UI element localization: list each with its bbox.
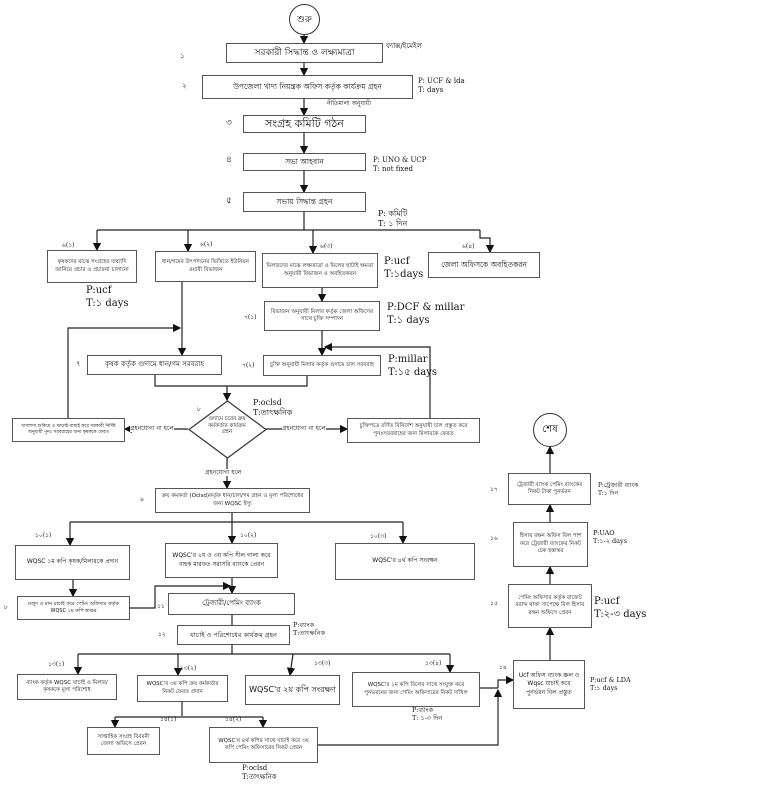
step-13-4-responsibility: P:ব্যাংক T: ১-৩ দিন <box>412 706 443 723</box>
step-2-responsibility: P: UCF & lda T: days <box>418 77 465 94</box>
step-10-2-box: WQSC'র ২য় ও ৩য় কপি সীল গালা করে বাহক ম… <box>165 543 278 578</box>
step-number: ১১ <box>157 603 165 610</box>
step-number: ৭ <box>76 360 81 368</box>
step-13-2-box: WQSC'র ৩য় কপি ক্রয় কর্মকর্তার নিকট ফের… <box>137 675 228 702</box>
step-number: ১৪(১) <box>160 716 177 723</box>
step-number: ৭(১) <box>244 314 257 321</box>
step-number: ১ <box>180 52 185 60</box>
step-number: ৩ <box>226 118 232 128</box>
step-number: ১৪ <box>499 664 507 671</box>
step-number: ১০(৩) <box>370 533 387 540</box>
step-7-box: কৃষক কর্তৃক গুদামে ধান/গম সরবরাহ <box>87 355 222 375</box>
step-9-box: ক্রয় কমকর্তা (Oclsd)কর্তৃক ধান/চাল/গম গ… <box>155 488 310 513</box>
step-14-2-box: WQSC'র ৪র্থ কপির সাথে যাচাই করে ৩য় কপি … <box>209 727 318 763</box>
step-number: ৬(১) <box>62 242 75 249</box>
reject-right-label: গ্রহনযোগ্য না হলে <box>282 425 326 433</box>
end-node: শেষ <box>533 413 567 447</box>
step-1-note: ফ্যাক্স/ইমেইল <box>386 42 422 50</box>
step-17-responsibility: P:ট্রেজারী ব্যাংক T:১ দিন <box>598 482 639 497</box>
step-13-1-box: ব্যাংক কর্তৃক WQSC যাচাই ও মিলার/কৃষককে … <box>17 674 117 700</box>
step-16-responsibility: P:UAO T:১-২ days <box>593 529 628 546</box>
step-3-box: সংগ্রহ কমিটি গঠন <box>243 115 366 133</box>
step-number: ১৩(২) <box>180 665 197 672</box>
step-number: ১৩(৪) <box>425 660 442 667</box>
step-4-box: সভা আহবান <box>243 153 366 171</box>
step-6-2-box: ধান/গমের উৎপাদনের ভিত্তিতে ইউনিয়ন ওয়ার… <box>155 251 256 282</box>
step-1-box: সরকারী সিদ্ধান্ত ও লক্ষ্যমাত্রা <box>226 43 383 63</box>
step-8-text: গুদামে চরের ক্রয় কর্মকর্তার কার্যক্রম গ… <box>208 416 246 436</box>
step-number: ১৫ <box>490 600 498 607</box>
step-13-3-box: WQSC'র ২য় কপি সংরক্ষণ <box>245 675 340 705</box>
decision-diamond <box>188 400 267 459</box>
step-10-1-box: WQSC ১ম কপি কৃষক/মিলারকে প্রদান <box>15 545 130 580</box>
step-7-2-box: চুক্তি অনুযায়ী মিলার কর্তৃক গুদামে চাল … <box>263 355 381 376</box>
step-12-box: যাচাই ও পরিশোধের কার্যক্রম গ্রহন <box>177 625 290 645</box>
step-10-3-box: WQSC'র ৪র্থ কপি সংরক্ষন <box>335 543 475 580</box>
accept-label: গ্রহনযোগ্য হলে <box>205 469 242 477</box>
step-number: ৫ <box>226 196 232 206</box>
step-number: ৯ <box>140 496 144 503</box>
step-14-responsibility: P:ucf & LDA T:১ days <box>590 676 631 693</box>
step-number: ১৬ <box>490 535 498 542</box>
step-11-box: ট্রেজারী/পেমিং ব্যাংক <box>168 593 295 615</box>
step-4-responsibility: P: UNO & UCP T: not fixed <box>373 156 427 173</box>
step-14-1-box: সাপ্তাহিক সংগ্রহ বিবরনী জেলা অফিসে প্রের… <box>87 727 160 755</box>
step-6-4-box: জেলা অফিসকে অবহিতকরন <box>428 252 540 278</box>
step-2-note: নীতিমালা অনুযায়ী <box>327 100 371 107</box>
step-7-2-responsibility: P:millar T:১৫ days <box>388 354 437 378</box>
step-6-3-responsibility: P:ucf T:১days <box>384 256 424 280</box>
paying-officer-sign-box: মজুদ ও মান যাচাই করে পেমিং অফিসার কর্তৃক… <box>17 596 130 620</box>
step-number: ১৩(১) <box>48 661 65 668</box>
step-number: ৮ <box>4 604 8 611</box>
step-number: ৬(৪) <box>462 243 475 250</box>
step-number: ১৪(২) <box>225 716 242 723</box>
step-15-responsibility: P:ucf T:২-৩ days <box>594 596 647 620</box>
step-13-4-box: WQSC'র ১ম কপি বিলের সাথে সংযুক্ত করে পুন… <box>352 672 480 707</box>
step-7-1-responsibility: P:DCF & millar T:১ days <box>387 302 465 326</box>
step-8-responsibility: P:oclsd T:তাৎক্ষনিক <box>253 398 293 417</box>
step-12-responsibility: P:ব্যাংক T:তাৎক্ষনিক <box>293 621 326 638</box>
step-number: ২ <box>182 82 187 90</box>
step-14-box: Ucf অফিস ব্যাংক স্ক্রল ও Wqsc যাচাই করে … <box>513 660 585 709</box>
step-5-responsibility: P: কমিটি T: ১ দিন <box>378 209 408 228</box>
step-6-1-box: কৃষকদের মাঝে সংগ্রহের তথ্যাদি জানিয়ে প্… <box>47 250 137 283</box>
step-5-box: সভায় সিদ্ধান্ত গ্রহন <box>243 192 366 212</box>
step-number: ১৩(৩) <box>314 660 331 667</box>
reject-left-label: গ্রহনযোগ্য না হলে <box>130 425 174 433</box>
step-number: ৬(২) <box>200 241 213 248</box>
step-7-1-box: বিভাজন অনুযায়ী মিলার কর্তৃক জেলা অফিসের… <box>264 301 380 331</box>
step-number: ১০(১) <box>35 532 52 539</box>
step-6-3-box: মিলারদের মাঝে লক্ষ্যমাত্রা ও মিলের ছাটাই… <box>262 253 378 288</box>
step-number: ৮ <box>197 406 201 413</box>
reject-miller-box: চুক্তিপত্রে বর্ণিত বিনির্দেশ অনুযায়ী চা… <box>347 418 480 443</box>
step-2-box: উপজেলা খাদ্য নিয়ন্ত্রক অফিস কর্তৃক কার্… <box>202 75 413 99</box>
step-number: ১২ <box>158 631 166 638</box>
step-number: ১০(২) <box>240 532 257 539</box>
step-16-box: হিসাব রক্ষন অফিস বিল পাশ করে ট্রেজারী ব্… <box>513 522 588 567</box>
start-node: শুরু <box>289 4 320 35</box>
step-number: ৭(২) <box>242 362 255 369</box>
step-6-1-responsibility: P:ucf T:১ days <box>86 285 129 309</box>
step-14-2-responsibility: P:oclsd T:তাৎক্ষনিক <box>242 764 277 781</box>
reject-farmer-box: খাদ্যশস্য শুকিয়ে ও ঝাড়াই-বাছাই করে সরক… <box>12 418 125 442</box>
step-number: ৪ <box>226 155 232 165</box>
step-17-box: ট্রেজারী ব্যাংক পেমিং ব্যাংকের নিকট টাকা… <box>508 473 591 505</box>
step-15-box: পেমিং অফিসার কর্তৃক বাজেট বরাদ্দ থাকা সা… <box>508 584 592 628</box>
step-number: ৬(৩) <box>320 243 333 250</box>
step-number: ১৭ <box>490 486 498 493</box>
